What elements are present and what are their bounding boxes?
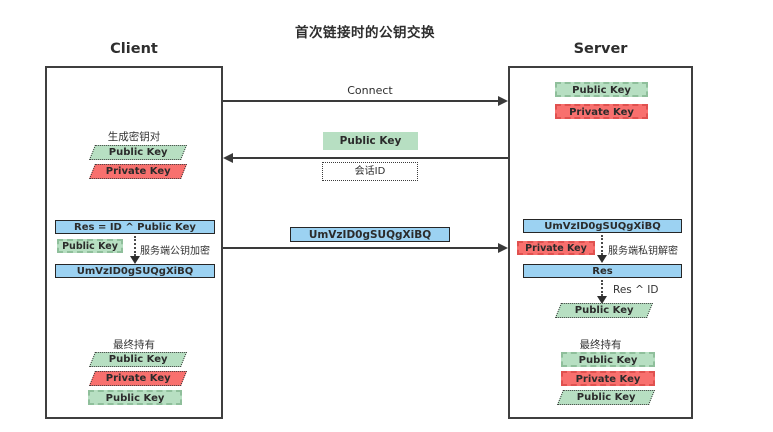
client-label: Client xyxy=(110,41,158,57)
server-final-key-public: Public Key xyxy=(561,352,655,367)
server-res-box: Res xyxy=(523,264,682,278)
server-decrypt-arrowhead-icon xyxy=(597,255,607,263)
server-received-ciphertext-box: UmVzID0gSUQgXiBQ xyxy=(523,219,682,233)
client-encrypt-arrowhead-icon xyxy=(130,256,140,264)
client-final-key-public: Public Key xyxy=(88,352,188,367)
ciphertext-message-box: UmVzID0gSUQgXiBQ xyxy=(290,227,450,242)
connect-arrowhead-icon xyxy=(498,96,508,106)
reply-arrowhead-icon xyxy=(223,153,233,163)
server-final-key-private: Private Key xyxy=(561,371,655,386)
connect-message-label: Connect xyxy=(347,84,393,97)
send-arrow-line xyxy=(223,247,499,249)
server-own-private-key: Private Key xyxy=(555,104,648,119)
client-encrypt-key-chip: Public Key xyxy=(57,239,123,253)
client-res-formula-box: Res = ID ^ Public Key xyxy=(55,220,215,234)
client-encrypt-note: 服务端公钥加密 xyxy=(140,246,210,257)
server-xor-arrow-line xyxy=(601,280,603,296)
client-ciphertext-box: UmVzID0gSUQgXiBQ xyxy=(55,264,215,278)
server-final-caption: 最终持有 xyxy=(579,339,622,351)
server-label: Server xyxy=(573,41,628,57)
client-final-caption: 最终持有 xyxy=(113,339,155,351)
server-decrypt-key-chip: Private Key xyxy=(517,241,595,255)
connect-arrow-line xyxy=(223,100,499,102)
server-own-public-key: Public Key xyxy=(555,82,648,97)
send-arrowhead-icon xyxy=(498,243,508,253)
client-final-key-private: Private Key xyxy=(88,371,188,386)
server-xor-arrowhead-icon xyxy=(597,296,607,304)
client-keygen-caption: 生成密钥对 xyxy=(107,131,161,143)
client-encrypt-arrow-line xyxy=(134,236,136,256)
session-id-chip: 会话ID xyxy=(322,162,418,181)
server-decrypt-note: 服务端私钥解密 xyxy=(608,246,678,257)
reply-arrow-line xyxy=(232,157,508,159)
client-final-key-server-public: Public Key xyxy=(88,390,182,405)
client-generated-public-key: Public Key xyxy=(88,145,188,160)
server-xor-note: Res ^ ID xyxy=(613,284,659,296)
server-decrypt-arrow-line xyxy=(601,235,603,255)
page-title: 首次链接时的公钥交换 xyxy=(295,25,435,41)
server-recovered-public-key: Public Key xyxy=(554,303,654,318)
client-generated-private-key: Private Key xyxy=(88,164,188,179)
server-final-key-client-public: Public Key xyxy=(556,390,656,405)
reply-public-key-chip: Public Key xyxy=(323,132,418,150)
